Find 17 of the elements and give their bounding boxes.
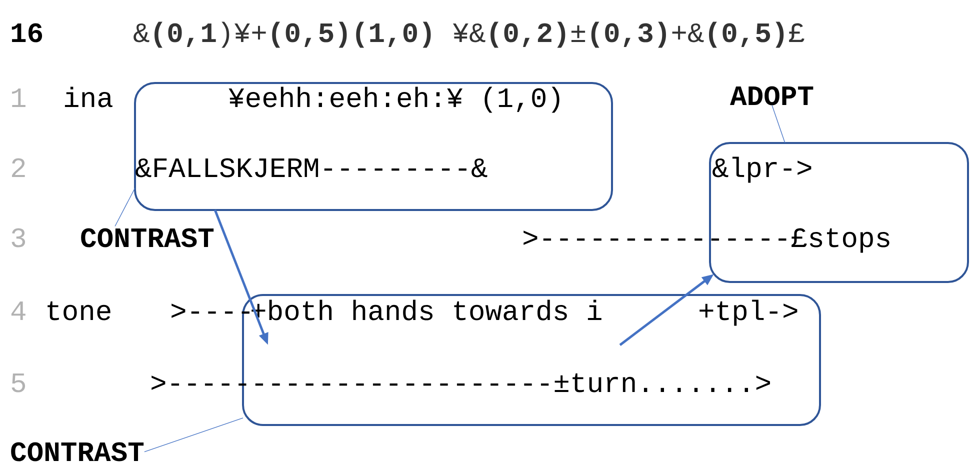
leader-line (114, 188, 136, 227)
callout-label: CONTRAST (11, 442, 144, 462)
leader-line (772, 104, 786, 144)
line-number: 1 (12, 88, 26, 107)
notation-text: ¥eehh:eeh:eh:¥ (1,0) (228, 86, 560, 113)
callout-label: CONTRAST (81, 228, 214, 248)
line-number: 4 (11, 302, 26, 320)
notation-text: +tpl-> (700, 300, 798, 326)
notation-text: tone (48, 301, 110, 320)
notation-text: &lpr-> (712, 156, 812, 183)
notation-header: &(0,1)¥+(0,5)(1,0) ¥&(0,2)±(0,3)+&(0,5)£ (134, 22, 804, 48)
callout-label: ADOPT (730, 86, 814, 106)
leader-line (144, 418, 244, 452)
line-number: 5 (12, 374, 26, 392)
line-number: 3 (12, 228, 26, 248)
heading-number: 16 (12, 23, 42, 42)
line-number: 2 (12, 158, 25, 177)
